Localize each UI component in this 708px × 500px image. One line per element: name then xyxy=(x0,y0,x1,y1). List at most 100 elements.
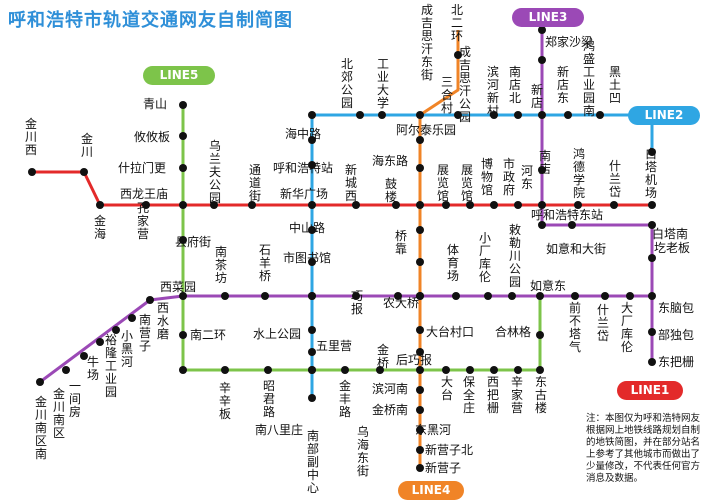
station-hongdagongye: 鸿盛工业园南 xyxy=(582,39,595,118)
station-xishuimo: 西水磨 xyxy=(156,301,169,341)
station-shizhengfu: 市政府 xyxy=(502,157,515,197)
station-dot xyxy=(308,366,316,374)
station-dot xyxy=(416,136,424,144)
station-dot xyxy=(352,201,360,209)
station-dot xyxy=(514,201,522,209)
station-dot xyxy=(648,221,656,229)
station-yulongindustry: 裕隆工业园 xyxy=(104,333,117,399)
station-dot xyxy=(538,201,546,209)
station-qilanban: 圪老板 xyxy=(654,241,691,255)
station-dot xyxy=(416,258,424,266)
station-dot xyxy=(610,201,618,209)
station-nanbalizhuang: 南八里庄 xyxy=(255,423,304,437)
station-helinge: 合林格 xyxy=(495,325,532,339)
station-dot xyxy=(416,201,424,209)
station-dot xyxy=(648,358,656,366)
station-shilanqi2: 什兰岱 xyxy=(596,303,609,343)
station-dot xyxy=(179,292,187,300)
station-dongjinglou: 东古楼 xyxy=(534,375,547,415)
station-dongbazha: 东把栅 xyxy=(658,355,695,369)
station-donghei: 东黑河 xyxy=(415,423,452,437)
station-dot xyxy=(536,331,544,339)
line1-badge: LINE1 xyxy=(617,381,683,400)
station-xibazha: 西把栅 xyxy=(486,375,499,415)
station-jinchuanxi: 金川西 xyxy=(24,117,37,157)
station-dot xyxy=(452,292,460,300)
station-dot xyxy=(221,292,229,300)
station-dot xyxy=(179,164,187,172)
station-dot xyxy=(264,366,272,374)
station-dot xyxy=(352,292,360,300)
station-dot xyxy=(128,314,136,322)
station-dot xyxy=(490,201,498,209)
station-dot xyxy=(416,406,424,414)
station-tongdaojie: 通道街 xyxy=(248,163,261,203)
station-zhongshanlu: 中山路 xyxy=(289,221,326,235)
station-nanbufuzhongxin: 南部副中心 xyxy=(306,429,319,495)
line3-badge: LINE3 xyxy=(512,8,584,27)
station-binhexincun: 滨河新村 xyxy=(486,65,499,118)
station-dot xyxy=(571,292,579,300)
station-dot xyxy=(442,201,450,209)
station-dot xyxy=(308,111,316,119)
station-baitanan: 白塔南 xyxy=(652,227,689,241)
station-ruyidong: 如意东 xyxy=(530,279,567,293)
station-dot xyxy=(648,254,656,262)
station-dot xyxy=(112,326,120,334)
station-gongyedaxue: 工业大学 xyxy=(376,57,389,110)
station-xinyingzi: 新营子 xyxy=(425,461,462,475)
station-binhenan: 滨河南 xyxy=(372,382,409,396)
station-bowuguan: 博物馆 xyxy=(480,157,493,197)
station-xicaiyuan: 西菜园 xyxy=(160,280,197,294)
station-xindiandong: 新店东 xyxy=(556,65,569,105)
station-xinchengdong: 展览馆 xyxy=(436,163,449,203)
station-jinhai: 金海 xyxy=(93,214,106,241)
station-chilegongyuan: 敕勒川公园 xyxy=(508,223,521,289)
station-jinqiao: 金桥 xyxy=(376,343,389,370)
station-baoquanzhuang: 保全庄 xyxy=(462,375,475,415)
station-dot xyxy=(96,201,104,209)
station-dataicun: 大台村口 xyxy=(426,325,475,339)
station-xiaoheihe: 小黑河 xyxy=(120,329,133,369)
station-shuishanggongyuan: 水上公园 xyxy=(253,327,302,341)
station-dot xyxy=(601,292,609,300)
station-dot xyxy=(36,378,44,386)
station-dot xyxy=(538,56,546,64)
station-dot xyxy=(574,201,582,209)
station-dot xyxy=(416,111,424,119)
line4-badge: LINE4 xyxy=(398,481,464,500)
station-dot xyxy=(536,292,544,300)
station-dot xyxy=(538,111,546,119)
station-dot xyxy=(142,201,150,209)
station-nandianbei: 南店北 xyxy=(508,65,521,105)
station-shiyangqiao: 石羊桥 xyxy=(258,243,271,283)
station-kongjiaying: 孔家营 xyxy=(136,201,149,241)
station-dot xyxy=(538,221,546,229)
station-dot xyxy=(564,111,572,119)
line2-route xyxy=(312,113,654,152)
station-dot xyxy=(416,292,424,300)
station-dot xyxy=(514,111,522,119)
station-nongdaqiao: 农大桥 xyxy=(383,296,420,310)
station-nanerhuan: 南二环 xyxy=(190,328,227,342)
station-dot xyxy=(416,164,424,172)
station-yijianfang: 一间房 xyxy=(68,379,81,419)
station-dot xyxy=(596,111,604,119)
station-qiaokao: 桥靠 xyxy=(394,229,407,256)
station-datai: 大台 xyxy=(440,375,453,402)
station-dot xyxy=(261,292,269,300)
station-dot xyxy=(484,292,492,300)
station-dot xyxy=(538,166,546,174)
station-xinyingzibei: 新营子北 xyxy=(425,443,474,457)
station-dot xyxy=(308,201,316,209)
station-dot xyxy=(179,331,187,339)
station-dot xyxy=(210,201,218,209)
station-beieryuan: 北二环 xyxy=(450,3,463,43)
station-shilanqi: 什兰岱 xyxy=(608,159,621,199)
station-heitukoubei: 黑土凹 xyxy=(608,65,621,105)
station-dot xyxy=(308,292,316,300)
station-zhaojunlu: 昭君路 xyxy=(262,379,275,419)
station-dot xyxy=(96,338,104,346)
station-chengjisihandongjie: 成吉思汗东街 xyxy=(420,3,433,82)
station-honglingjie: 鸿德学院 xyxy=(572,147,585,200)
